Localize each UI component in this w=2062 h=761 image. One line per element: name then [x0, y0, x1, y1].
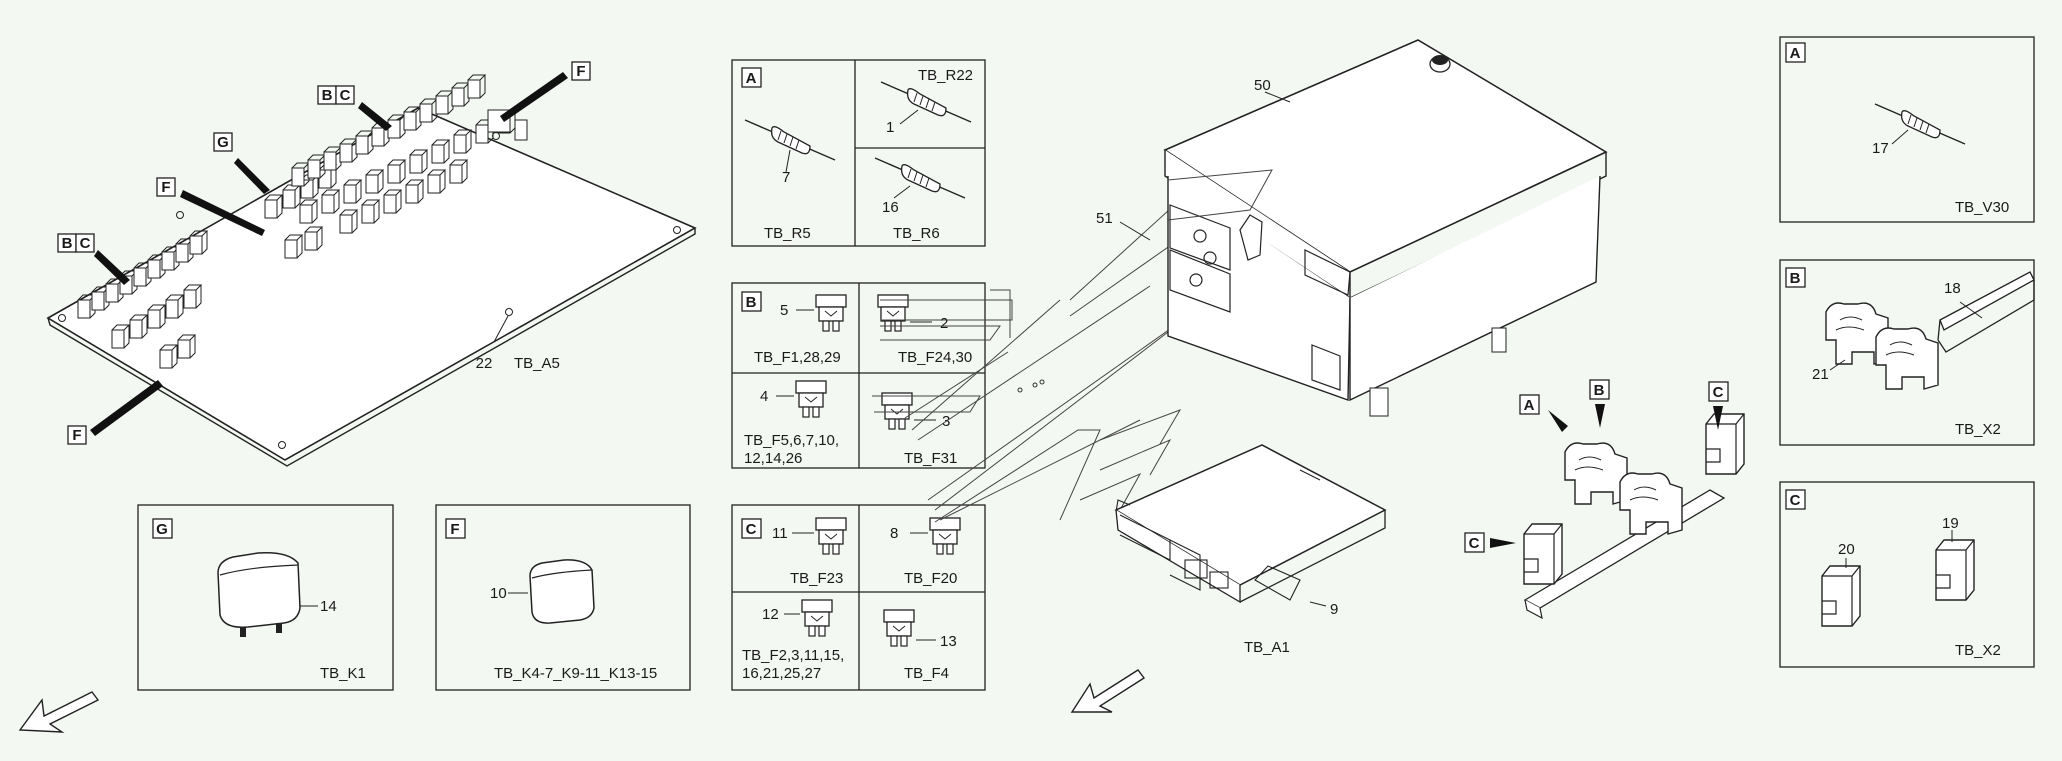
svg-text:10: 10: [490, 585, 507, 602]
ecu-module: 9 TB_A1: [1114, 444, 1387, 656]
svg-text:TB_F31: TB_F31: [904, 450, 957, 467]
svg-text:TB_R6: TB_R6: [893, 225, 940, 242]
enclosure: 50 51: [1017, 39, 1608, 417]
svg-text:9: 9: [1330, 601, 1338, 618]
svg-text:C: C: [80, 235, 91, 252]
detail-box-right-a: A 17 TB_V30: [1779, 36, 2035, 223]
svg-text:8: 8: [890, 525, 898, 542]
svg-text:13: 13: [940, 633, 957, 650]
svg-text:G: G: [156, 521, 168, 538]
svg-text:20: 20: [1838, 541, 1855, 558]
svg-text:C: C: [746, 521, 757, 538]
svg-text:TB_F24,30: TB_F24,30: [898, 349, 972, 366]
svg-text:A: A: [1524, 397, 1535, 414]
svg-text:C: C: [1713, 384, 1724, 401]
svg-text:4: 4: [760, 388, 768, 405]
svg-text:TB_F2,3,11,15,: TB_F2,3,11,15,: [742, 647, 844, 664]
svg-text:G: G: [217, 134, 229, 151]
leader-lines: [872, 171, 1276, 523]
svg-text:2: 2: [940, 315, 948, 332]
svg-text:F: F: [161, 179, 170, 196]
enclosure-item-number: 50: [1254, 77, 1271, 94]
rail-callout-b: B: [1589, 379, 1610, 428]
svg-text:11: 11: [772, 525, 788, 542]
detail-box-right-c: C 20 19 TB_X2: [1779, 481, 2035, 668]
svg-text:TB_F1,28,29: TB_F1,28,29: [754, 349, 841, 366]
detail-table-c: C 11 TB_F23 8 TB_F20 12 TB_F2,3,11,15, 1…: [731, 504, 986, 691]
svg-text:5: 5: [780, 302, 788, 319]
callout-f-left: F: [156, 177, 265, 236]
rail-callout-c-top: C: [1708, 381, 1729, 430]
rail-callout-a: A: [1519, 394, 1568, 432]
svg-text:16,21,25,27: 16,21,25,27: [742, 665, 821, 682]
svg-text:7: 7: [782, 169, 790, 186]
svg-text:16: 16: [882, 199, 899, 216]
svg-text:B: B: [1594, 382, 1605, 399]
callout-f-top: F: [500, 61, 591, 122]
svg-text:C: C: [1790, 492, 1801, 509]
svg-text:TB_F20: TB_F20: [904, 570, 957, 587]
svg-text:C: C: [1469, 535, 1480, 552]
svg-text:TB_F23: TB_F23: [790, 570, 843, 587]
svg-text:51: 51: [1096, 210, 1113, 227]
rail-callout-c-left: C: [1464, 532, 1516, 553]
box-g-caption: TB_K1: [320, 665, 366, 682]
callout-bc-top: B C: [317, 85, 392, 131]
callout-g: G: [213, 132, 270, 194]
svg-text:17: 17: [1872, 140, 1889, 157]
svg-text:19: 19: [1942, 515, 1959, 532]
svg-text:TB_R5: TB_R5: [764, 225, 811, 242]
board-item-number: 22: [476, 355, 493, 372]
svg-text:TB_F4: TB_F4: [904, 665, 949, 682]
right-b-caption: TB_X2: [1955, 421, 2001, 438]
svg-text:TB_F5,6,7,10,: TB_F5,6,7,10,: [744, 432, 839, 449]
board-caption: TB_A5: [514, 355, 560, 372]
svg-text:B: B: [1790, 270, 1801, 287]
rail-assembly: A B C C: [1464, 379, 1745, 620]
svg-text:B: B: [62, 235, 73, 252]
direction-arrow-center: [1070, 669, 1146, 713]
callout-letter-b: B: [322, 87, 333, 104]
right-a-caption: TB_V30: [1955, 199, 2009, 216]
callout-f-bottom: F: [67, 380, 163, 445]
detail-box-g: G 14 TB_K1: [137, 504, 394, 691]
callout-bc-left: B C: [57, 233, 130, 285]
detail-table-b: B 5 TB_F1,28,29 2 TB_F24,30 4 TB_F5,6,7,…: [731, 282, 986, 469]
svg-text:A: A: [1790, 45, 1801, 62]
svg-text:F: F: [72, 427, 81, 444]
svg-text:21: 21: [1812, 366, 1829, 383]
svg-text:12,14,26: 12,14,26: [744, 450, 802, 467]
callout-letter-c: C: [340, 87, 351, 104]
svg-text:1: 1: [886, 119, 894, 136]
relay-small: [529, 559, 595, 624]
svg-text:A: A: [746, 70, 757, 87]
direction-arrow-left: [18, 691, 100, 733]
right-c-caption: TB_X2: [1955, 642, 2001, 659]
svg-text:12: 12: [762, 606, 779, 623]
relay-board: B C F G F B C F: [46, 61, 697, 467]
relay-large: [217, 551, 301, 637]
svg-text:F: F: [450, 521, 459, 538]
detail-table-a: A 7 TB_R5 1 TB_R22 16 TB_R6: [731, 59, 986, 247]
detail-box-right-b: B 18 21 TB_X2: [1779, 259, 2035, 446]
svg-text:TB_R22: TB_R22: [918, 67, 973, 84]
svg-text:F: F: [576, 63, 585, 80]
ecu-caption: TB_A1: [1244, 639, 1290, 656]
svg-text:B: B: [746, 294, 757, 311]
svg-text:18: 18: [1944, 280, 1961, 297]
svg-text:14: 14: [320, 598, 337, 615]
detail-box-f: F 10 TB_K4-7_K9-11_K13-15: [435, 504, 691, 691]
box-f-caption: TB_K4-7_K9-11_K13-15: [494, 665, 657, 682]
